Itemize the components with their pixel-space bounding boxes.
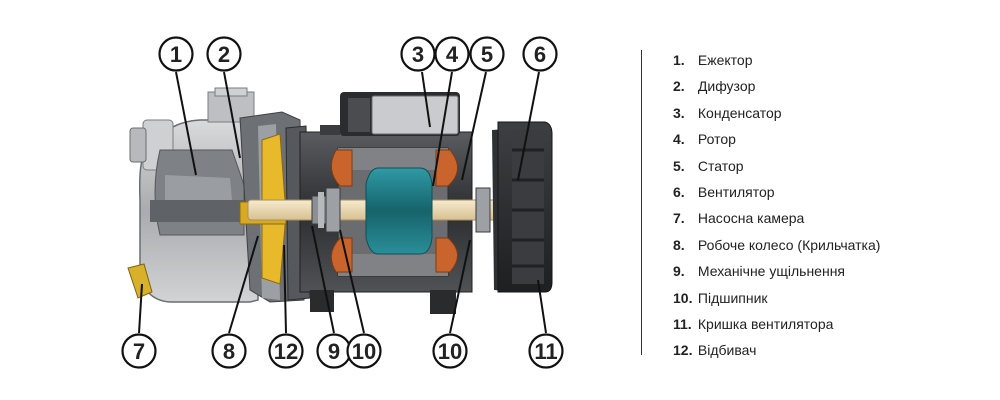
callout-number: 2 — [218, 42, 230, 67]
pump-cutaway-diagram: 1 2 3 4 5 6 7 8 12 9 10 10 — [121, 36, 564, 369]
legend-label: Робоче колесо (Крильчатка) — [697, 236, 881, 253]
callout-1: 1 — [158, 36, 194, 72]
callout-12: 12 — [268, 333, 304, 369]
legend-number: 11. — [673, 315, 692, 332]
callout-number: 4 — [446, 42, 459, 67]
callout-number: 1 — [170, 42, 182, 67]
fan-cover — [497, 121, 553, 293]
bearing — [325, 187, 491, 233]
legend-item: 1. Ежектор — [673, 47, 880, 73]
callout-9: 9 — [316, 333, 352, 369]
callout-number: 8 — [223, 339, 235, 364]
leader-lines — [138, 71, 547, 334]
legend-number: 3. — [673, 104, 685, 121]
pump-chamber — [129, 87, 259, 303]
callout-number: 10 — [438, 339, 462, 364]
legend-item: 2. Дифузор — [673, 73, 880, 99]
callout-8: 8 — [211, 333, 247, 369]
legend-number: 9. — [673, 263, 685, 280]
callout-number: 6 — [534, 42, 546, 67]
capacitor — [340, 92, 460, 136]
legend-item: 9. Механічне ущільнення — [673, 258, 880, 284]
legend-item: 5. Статор — [673, 153, 880, 179]
legend-number: 7. — [673, 210, 685, 227]
legend-number: 2. — [673, 78, 685, 95]
legend-number: 12. — [673, 342, 693, 359]
legend-divider — [641, 50, 642, 355]
callout-number: 3 — [412, 42, 424, 67]
drain-plug — [127, 263, 153, 299]
callout-4: 4 — [434, 36, 470, 72]
legend-item: 4. Ротор — [673, 126, 880, 152]
legend-number: 8. — [673, 236, 685, 253]
legend-number: 10. — [673, 289, 693, 306]
legend-label: Відбивач — [697, 342, 757, 359]
callout-number: 9 — [328, 339, 340, 364]
callout-number: 10 — [352, 339, 376, 364]
callout-5: 5 — [469, 36, 505, 72]
callout-number: 11 — [534, 339, 557, 364]
legend-item: 7. Насосна камера — [673, 205, 880, 231]
rotor — [365, 167, 433, 255]
legend-label: Насосна камера — [697, 210, 805, 227]
legend-number: 1. — [673, 52, 685, 68]
legend-number: 4. — [673, 131, 685, 148]
callout-6: 6 — [522, 36, 558, 72]
legend-item: 8. Робоче колесо (Крильчатка) — [673, 232, 880, 258]
legend-label: Механічне ущільнення — [697, 263, 846, 280]
callout-number: 7 — [133, 339, 145, 364]
callout-3: 3 — [400, 36, 436, 72]
legend-number: 6. — [673, 183, 685, 200]
callout-7: 7 — [121, 333, 157, 369]
legend-label: Конденсатор — [697, 104, 782, 121]
callout-2: 2 — [206, 36, 242, 72]
parts-legend: 1. Ежектор 2. Дифузор 3. Конденсатор 4. … — [673, 47, 880, 364]
legend-item: 6. Вентилятор — [673, 179, 880, 205]
callout-10-fan-side: 10 — [432, 333, 468, 369]
callout-11: 11 — [528, 333, 564, 369]
legend-label: Вентилятор — [697, 183, 775, 200]
legend-label: Ежектор — [697, 52, 753, 68]
legend-item: 11. Кришка вентилятора — [673, 311, 880, 337]
legend-label: Підшипник — [697, 289, 768, 306]
legend-label: Статор — [697, 157, 744, 174]
legend-label: Ротор — [697, 131, 736, 148]
callout-number: 5 — [481, 42, 493, 67]
legend-item: 10. Підшипник — [673, 285, 880, 311]
legend-label: Кришка вентилятора — [697, 315, 834, 332]
legend-number: 5. — [673, 157, 685, 174]
legend-item: 12. Відбивач — [673, 337, 880, 363]
legend-label: Дифузор — [697, 78, 756, 95]
callout-number: 12 — [274, 339, 298, 364]
legend-item: 3. Конденсатор — [673, 100, 880, 126]
callout-10-seal-side: 10 — [346, 333, 382, 369]
